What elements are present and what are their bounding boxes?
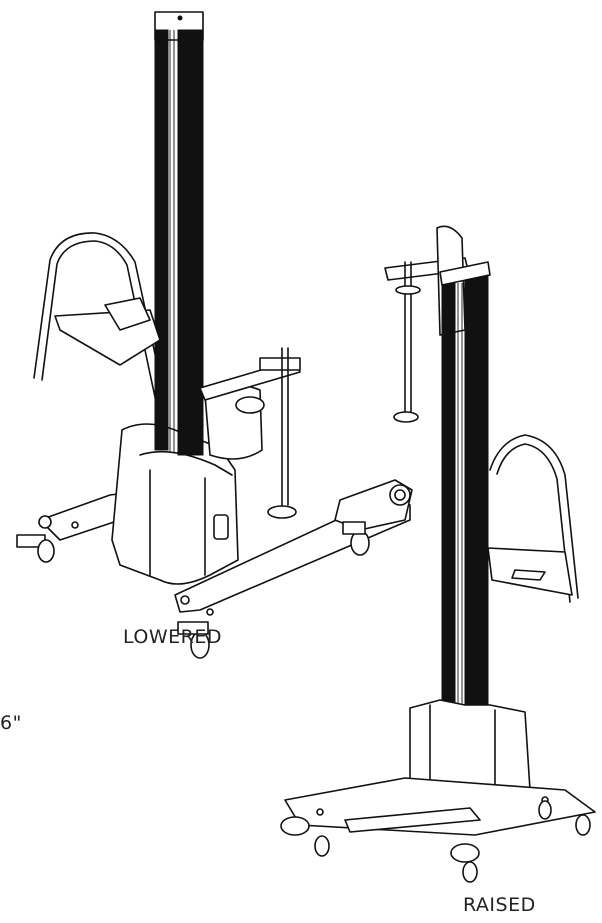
raised-handle: [487, 434, 579, 603]
raised-arm: [384, 225, 469, 423]
lowered-column: [154, 11, 204, 456]
raised-casters: [314, 800, 591, 883]
lowered-arm: [199, 347, 301, 519]
raised-lift: [280, 225, 596, 883]
raised-base: [280, 777, 596, 863]
raised-column: [439, 261, 491, 811]
lowered-handle: [33, 232, 166, 403]
dimension-label: 6": [0, 712, 22, 734]
lowered-motor: [204, 384, 265, 460]
raised-label: RAISED: [463, 894, 536, 916]
lowered-casters: [16, 521, 370, 659]
lowered-lift: [16, 11, 413, 659]
lowered-label: LOWERED: [123, 626, 222, 648]
